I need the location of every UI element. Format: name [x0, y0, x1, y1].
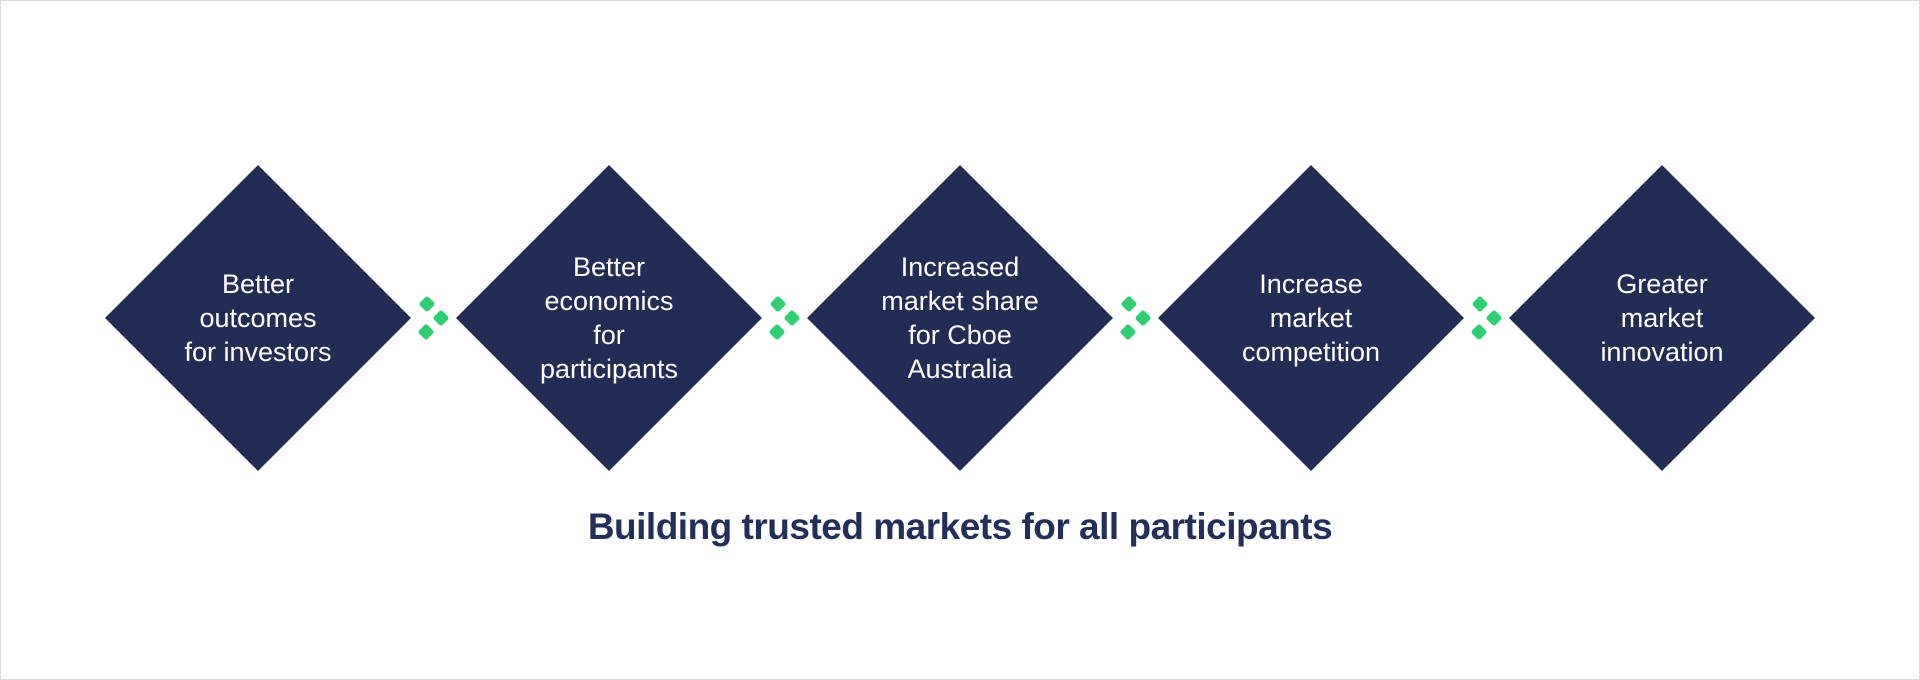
small-diamond-icon	[1119, 323, 1137, 341]
caption-title: Building trusted markets for all partici…	[587, 506, 1333, 547]
diamond-row: Better outcomes for investors Better eco…	[105, 165, 1815, 471]
diamond-better-outcomes: Better outcomes for investors	[105, 165, 411, 471]
small-diamond-icon	[432, 309, 450, 327]
small-diamond-icon	[1470, 323, 1488, 341]
small-diamond-icon	[783, 309, 801, 327]
small-diamond-icon	[1134, 309, 1152, 327]
small-diamond-icon	[769, 295, 787, 313]
diamond-greater-innovation: Greater market innovation	[1509, 165, 1815, 471]
small-diamond-icon	[418, 295, 436, 313]
connector-triple-diamond-icon	[411, 165, 456, 471]
diamond-label: Better outcomes for investors	[184, 269, 332, 367]
diamond-label: Greater market innovation	[1600, 269, 1724, 367]
small-diamond-icon	[1471, 295, 1489, 313]
small-diamond-icon	[417, 323, 435, 341]
diamond-increase-competition: Increase market competition	[1158, 165, 1464, 471]
diamond-label: Increased market share for Cboe Australi…	[881, 252, 1039, 384]
small-diamond-icon	[1120, 295, 1138, 313]
small-diamond-icon	[1485, 309, 1503, 327]
connector-triple-diamond-icon	[1464, 165, 1509, 471]
diamond-label: Better economics for participants	[539, 252, 679, 384]
diamond-better-economics: Better economics for participants	[456, 165, 762, 471]
connector-triple-diamond-icon	[762, 165, 807, 471]
diamond-label: Increase market competition	[1241, 269, 1381, 367]
diamond-increased-market-share: Increased market share for Cboe Australi…	[807, 165, 1113, 471]
connector-triple-diamond-icon	[1113, 165, 1158, 471]
small-diamond-icon	[768, 323, 786, 341]
